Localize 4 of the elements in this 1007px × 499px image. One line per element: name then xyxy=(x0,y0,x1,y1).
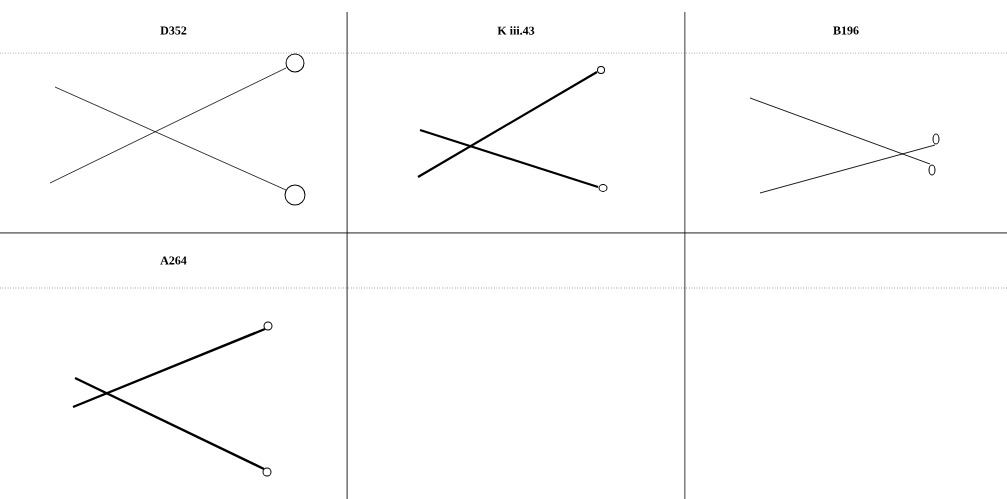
column-header: K iii.43 xyxy=(497,26,535,35)
column-header: A264 xyxy=(160,256,187,265)
column-header: B196 xyxy=(833,26,859,35)
column-header: D352 xyxy=(160,26,187,35)
